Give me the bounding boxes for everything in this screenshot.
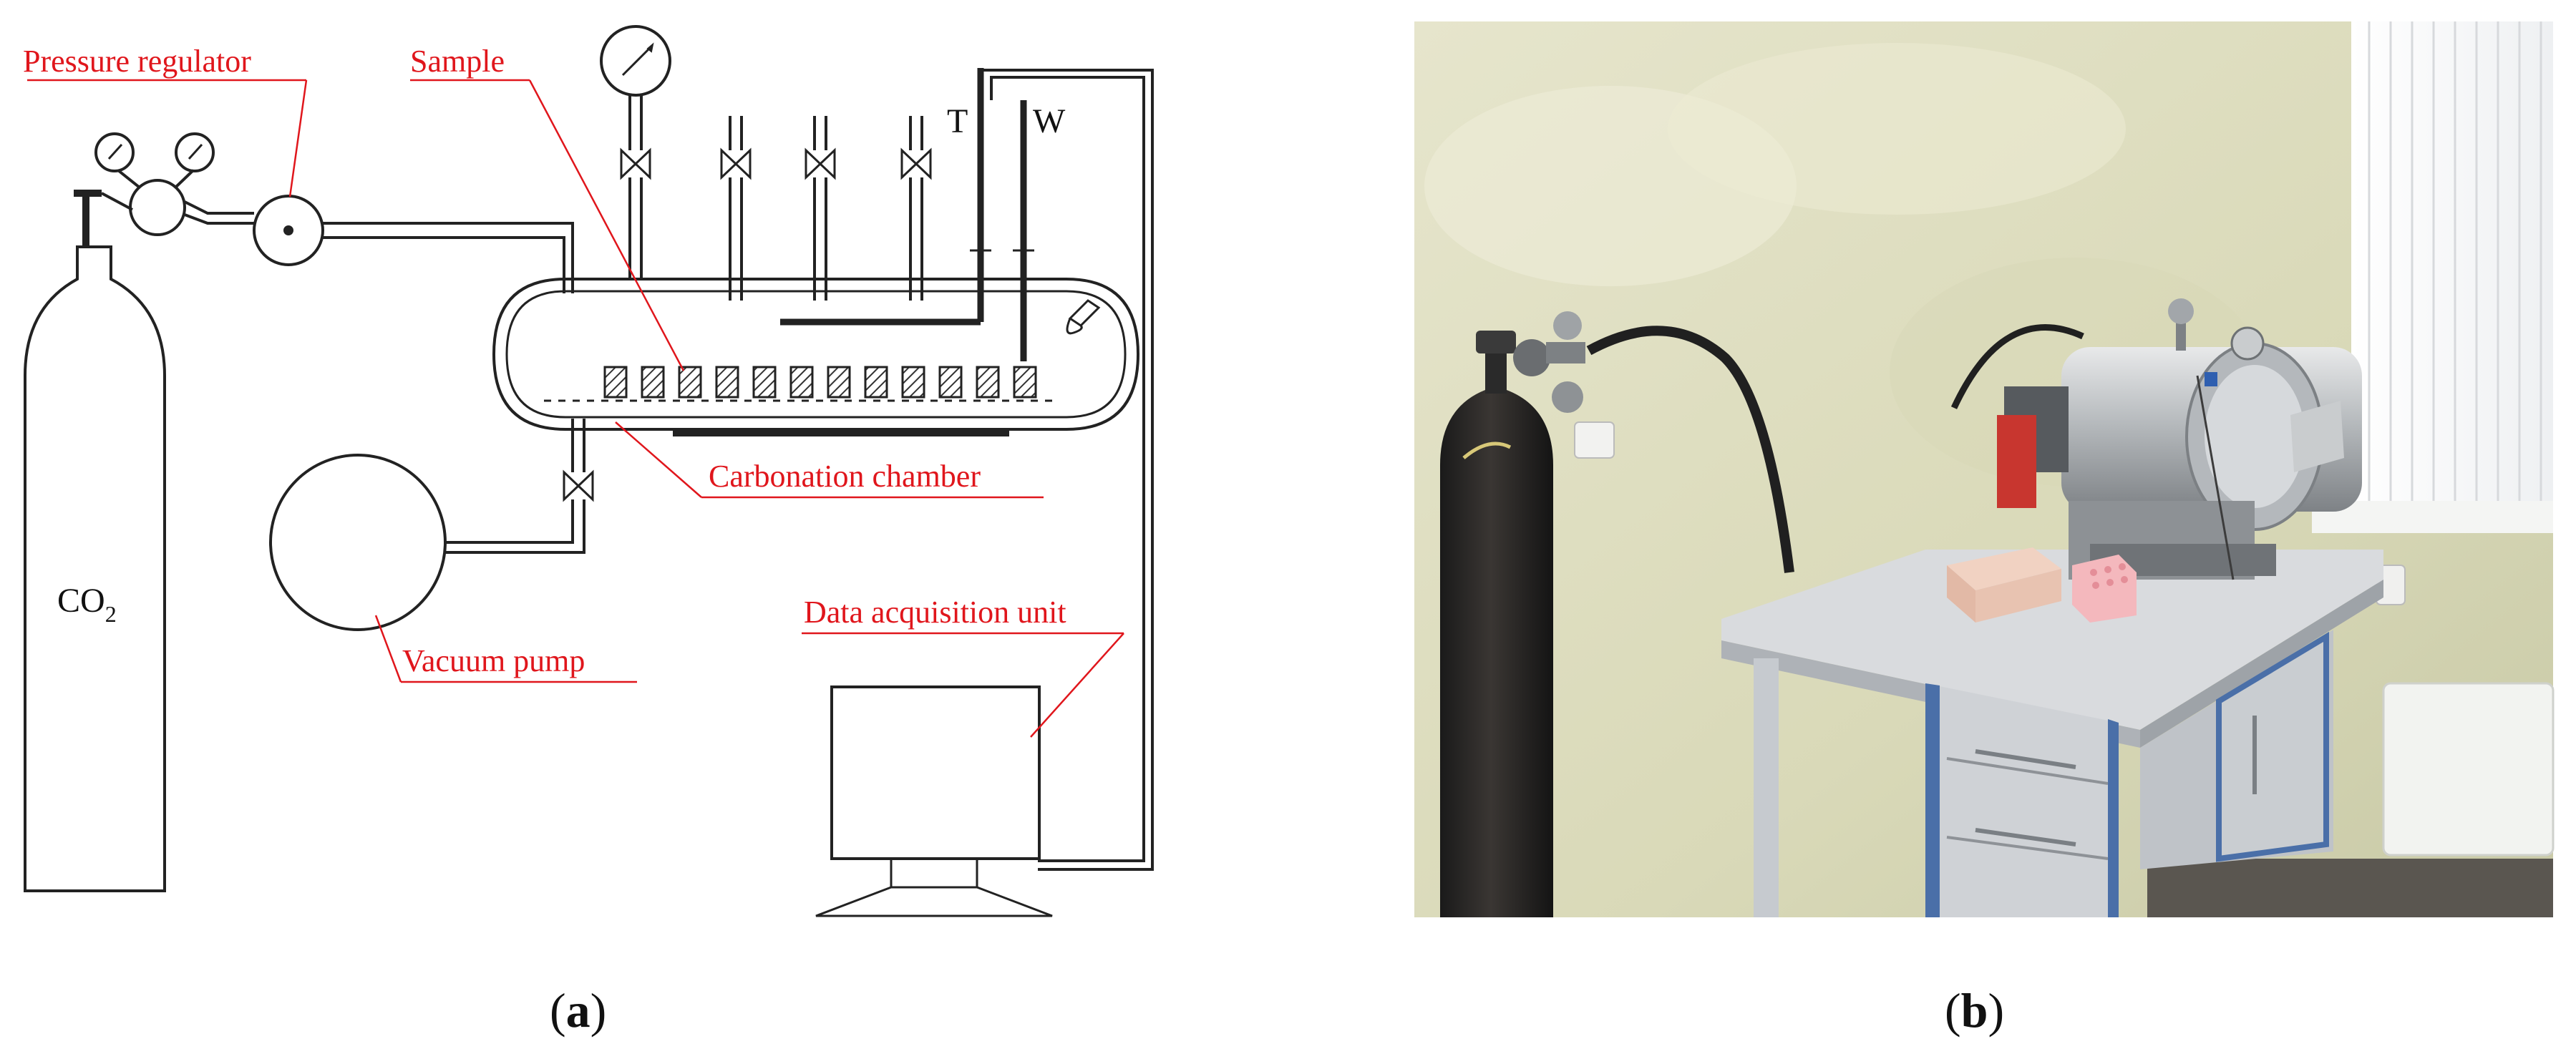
label-leaders	[27, 80, 1124, 737]
carbonation-chamber	[494, 279, 1138, 433]
vacuum-pump	[271, 455, 445, 630]
valve-icon	[902, 150, 930, 177]
valve-icon	[806, 150, 835, 177]
valve-icon	[721, 150, 750, 177]
vacuum-line	[444, 419, 593, 552]
co2-label: CO2	[57, 582, 117, 627]
carbonation-chamber-label: Carbonation chamber	[709, 459, 981, 494]
wire-label: W	[1033, 102, 1066, 140]
samples	[605, 367, 1036, 397]
equipment-photo	[1414, 21, 2553, 917]
co2-cylinder	[25, 193, 165, 891]
pressure-regulator	[254, 196, 323, 265]
valve-stems	[721, 116, 930, 301]
radiator	[2383, 683, 2553, 855]
vacuum-pump-label: Vacuum pump	[402, 643, 585, 678]
sample-label: Sample	[410, 44, 505, 79]
valve-icon	[621, 150, 650, 177]
fan-icon	[1067, 301, 1099, 333]
pressure-regulator-label: Pressure regulator	[23, 44, 251, 79]
schematic-diagram: CO2	[25, 26, 1152, 916]
caption-a: (a)	[550, 983, 606, 1038]
chamber-gauge	[601, 26, 670, 279]
caption-b: (b)	[1945, 983, 2004, 1038]
data-acquisition-unit-label: Data acquisition unit	[804, 595, 1066, 630]
thermocouple-label: T	[947, 102, 968, 140]
valve-icon	[564, 472, 593, 499]
data-acquisition-unit	[816, 687, 1052, 916]
